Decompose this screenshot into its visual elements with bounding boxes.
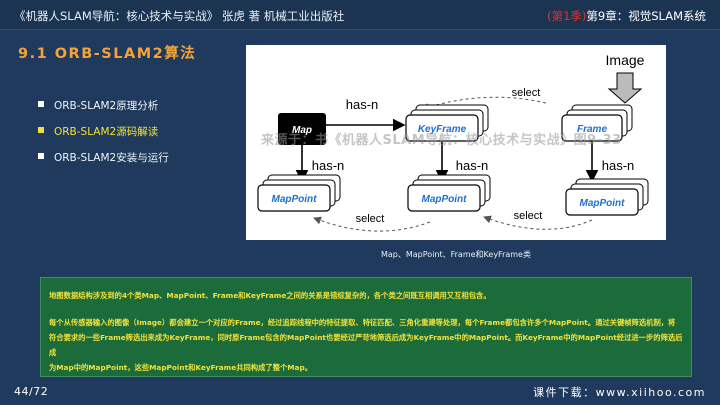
has-n-label-middle: has-n [456, 158, 489, 173]
mappoint-keyframe-node [407, 184, 481, 212]
note-paragraph-1: 地图数据结构涉及到的4个类Map、MapPoint、Frame和KeyFrame… [49, 291, 491, 300]
chapter-label: 第9章：视觉SLAM系统 [586, 9, 706, 23]
bullet-icon [38, 127, 44, 133]
mappoint-map-label: MapPoint [272, 194, 318, 205]
has-n-label-right: has-n [602, 158, 635, 173]
select-label-bottom-right: select [514, 210, 543, 222]
has-n-label-top: has-n [346, 97, 379, 112]
figure-watermark: 来源于：书《机器人SLAM导航：核心技术与实战》图9-33 [261, 133, 622, 148]
keyframe-node-label: KeyFrame [418, 124, 467, 135]
image-input-arrow [607, 72, 643, 104]
chapter-title: (第1季)第9章：视觉SLAM系统 [547, 8, 706, 24]
class-diagram-figure: Map KeyFrame Frame Image has-n select ha… [246, 45, 666, 240]
select-label-bottom-left: select [356, 213, 385, 225]
outline-item-label: ORB-SLAM2源码解读 [54, 126, 159, 138]
outline-item-install[interactable]: ORB-SLAM2安装与运行 [38, 150, 169, 176]
mappoint-map-node [257, 184, 331, 212]
outline-item-principle[interactable]: ORB-SLAM2原理分析 [38, 98, 169, 124]
image-label: Image [606, 52, 645, 68]
class-diagram: Map KeyFrame Frame Image has-n select ha… [257, 52, 649, 232]
outline-list: ORB-SLAM2原理分析 ORB-SLAM2源码解读 ORB-SLAM2安装与… [38, 98, 169, 176]
bullet-icon [38, 153, 44, 159]
mappoint-frame-node [565, 188, 639, 216]
note-paragraph-2c: 为Map中的MapPoint，这些MapPoint和KeyFrame共同构成了整… [49, 363, 312, 372]
mappoint-keyframe-label: MapPoint [422, 194, 468, 205]
note-paragraph-2b: 符合要求的一些Frame筛选出来成为KeyFrame，同时原Frame包含的Ma… [49, 333, 683, 357]
header-bar: 《机器人SLAM导航：核心技术与实战》 张虎 著 机械工业出版社 (第1季)第9… [0, 0, 720, 30]
select-arrow-bottom-left [313, 216, 431, 232]
outline-item-label: ORB-SLAM2安装与运行 [54, 152, 169, 164]
slide-title: 9.1 ORB-SLAM2算法 [18, 46, 197, 62]
frame-node-label: Frame [577, 124, 607, 135]
map-node-label: Map [292, 125, 312, 136]
figure-caption: Map、MapPoint、Frame和KeyFrame类 [381, 250, 531, 259]
page-number: 44/72 [14, 385, 49, 398]
select-label-top: select [512, 87, 541, 99]
outline-item-label: ORB-SLAM2原理分析 [54, 100, 159, 112]
bullet-icon [38, 101, 44, 107]
book-title: 《机器人SLAM导航：核心技术与实战》 张虎 著 机械工业出版社 [14, 9, 345, 23]
note-box: 地图数据结构涉及到的4个类Map、MapPoint、Frame和KeyFrame… [40, 277, 692, 377]
season-label: (第1季) [547, 9, 587, 23]
download-link[interactable]: 课件下载：www.xiihoo.com [533, 386, 706, 399]
has-n-label-left: has-n [312, 158, 345, 173]
select-arrow-bottom-right [483, 215, 593, 230]
note-paragraph-2a: 每个从传感器输入的图像（Image）都会建立一个对应的Frame，经过追踪线程中… [49, 318, 676, 327]
map-node [278, 113, 326, 145]
mappoint-frame-label: MapPoint [580, 198, 626, 209]
outline-item-source[interactable]: ORB-SLAM2源码解读 [38, 124, 169, 150]
